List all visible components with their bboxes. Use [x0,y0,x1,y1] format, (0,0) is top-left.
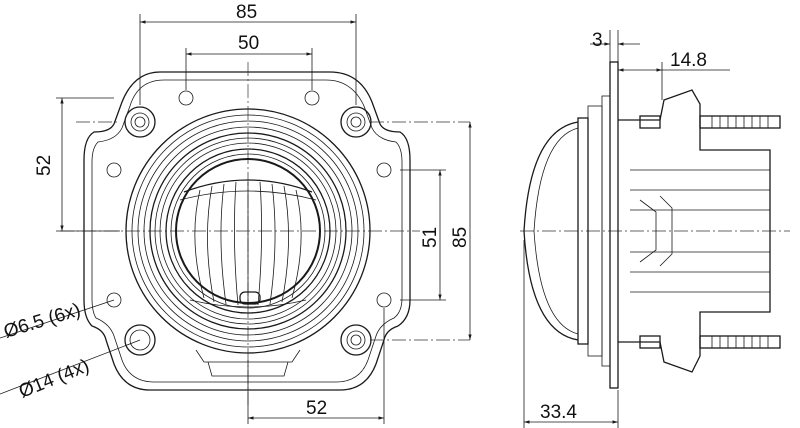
mounting-plate-inner-outline [91,79,403,383]
side-lens-dome [523,121,579,341]
dim-hole-spacing-bottom: 52 [306,398,327,419]
side-lens-inner [533,127,579,335]
mounting-plate-outline [83,71,411,391]
small-mounting-hole [106,162,122,178]
large-mounting-hole [124,324,156,356]
side-stud-top [639,115,781,129]
side-gasket [601,95,611,367]
callout-small-holes: Ø6.5 (6x) [1,300,83,343]
side-flange [609,61,619,389]
large-mounting-hole [124,106,156,138]
dim-hole-spacing-top: 50 [238,33,259,54]
large-mounting-hole [340,106,372,138]
small-mounting-hole [304,90,320,106]
dim-stud-offset: 14.8 [670,50,707,71]
small-mounting-hole [178,90,194,106]
large-mounting-hole [340,324,372,356]
dim-height-overall-right: 85 [450,227,471,248]
side-heatsink [618,89,771,373]
dim-height-inner-right: 51 [420,227,441,248]
dim-depth-overall: 33.4 [540,402,577,423]
callout-large-holes: Ø14 (4x) [16,355,92,402]
side-view [520,61,790,389]
small-mounting-hole [106,292,122,308]
side-stud-bottom [639,335,781,349]
lamp-housing [125,108,371,354]
lens [175,158,321,308]
dimensions [0,14,730,428]
small-mounting-hole [376,292,392,308]
dim-flange-thickness: 3 [592,30,603,51]
dim-height-left: 52 [34,155,55,176]
dim-width-overall: 85 [236,2,257,23]
small-mounting-hole [376,162,392,178]
front-view [60,62,470,405]
